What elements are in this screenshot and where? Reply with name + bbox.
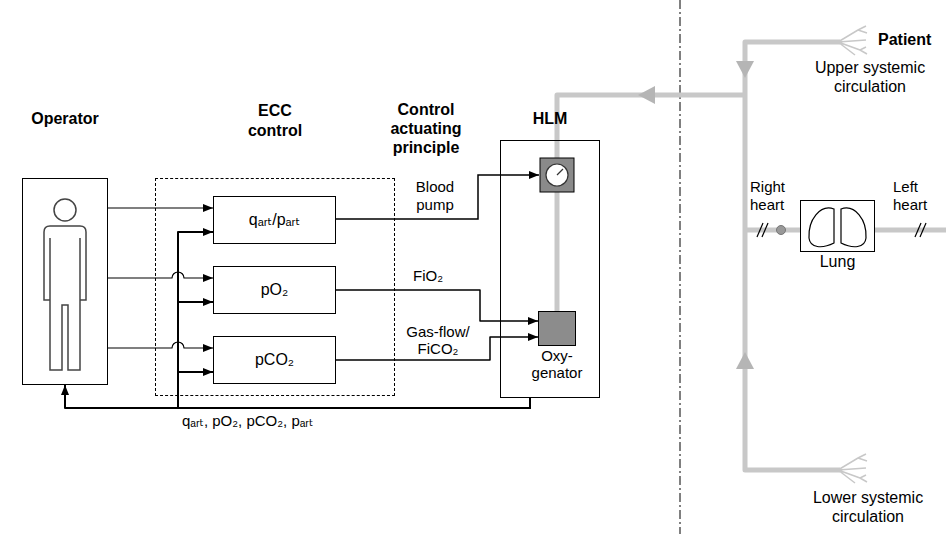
blood-line <box>875 228 946 233</box>
pump-dial <box>546 164 568 186</box>
person-body <box>44 226 86 370</box>
actuator-label: FiO₂ <box>398 266 458 285</box>
column-heading: ECC control <box>240 101 310 141</box>
signal-label: qₐᵣₜ, pO₂, pCO₂, pₐᵣₜ <box>182 412 442 430</box>
blood-line <box>745 228 800 233</box>
anatomy-label: Right heart <box>750 178 796 214</box>
heart-valve <box>777 226 786 235</box>
anatomy-label: Upper systemic circulation <box>800 58 940 96</box>
break-mark <box>920 223 926 237</box>
blood-circuit <box>557 42 946 470</box>
controller-box: qₐᵣₜ/pₐᵣₜ <box>213 196 336 244</box>
break-mark <box>915 223 921 237</box>
divider-line <box>680 0 681 534</box>
heart-lung-machine: HLMOxy- genator <box>500 140 600 398</box>
signal-connector <box>178 302 530 408</box>
flow-arrow <box>638 86 655 104</box>
lung-lobe <box>841 208 866 247</box>
column-heading: Operator <box>5 109 125 129</box>
person-head <box>54 199 76 221</box>
blood-line <box>555 192 560 311</box>
pump-hand <box>557 169 563 175</box>
signal-connector <box>108 207 213 208</box>
flow-arrows <box>638 61 754 369</box>
anatomy-label: Left heart <box>893 178 941 214</box>
lung-lobes <box>809 208 866 247</box>
break-mark <box>762 223 768 237</box>
lung-box: Lung <box>800 200 875 252</box>
break-mark <box>757 223 763 237</box>
signal-connector <box>178 232 530 408</box>
shape-label: Oxy- genator <box>525 347 589 381</box>
operator-box: Operator <box>22 178 108 385</box>
controller-box: pO₂ <box>213 266 336 314</box>
person-figure <box>44 199 86 370</box>
box-label: pO₂ <box>214 280 335 300</box>
ecc-control-region: ECC controlqₐᵣₜ/pₐᵣₜpO₂pCO₂ <box>155 178 395 396</box>
column-heading: HLM <box>510 109 590 129</box>
box-label: qₐᵣₜ/pₐᵣₜ <box>214 210 335 230</box>
section-heading: Patient <box>878 30 942 49</box>
shape-label: Lung <box>803 253 873 270</box>
blood-line <box>557 95 745 158</box>
box-label: pCO₂ <box>214 350 335 370</box>
capillaries <box>838 26 867 55</box>
actuator-label: Blood pump <box>405 178 465 214</box>
controller-box: pCO₂ <box>213 336 336 384</box>
signal-connector <box>336 290 538 321</box>
blood-pump-symbol <box>540 158 574 192</box>
oxygenator: Oxy- genator <box>538 311 576 346</box>
column-heading: Control actuating principle <box>378 100 474 157</box>
actuator-label: Gas-flow/ FiCO₂ <box>400 323 476 357</box>
capillaries <box>838 454 867 483</box>
lung-lobe <box>809 208 834 247</box>
flow-arrow <box>736 352 754 369</box>
signal-connector <box>65 385 530 408</box>
signal-connector <box>108 342 213 348</box>
pump-control-line <box>336 175 539 219</box>
signal-connector <box>108 272 213 278</box>
flow-arrow <box>736 61 754 78</box>
anatomy-label: Lower systemic circulation <box>798 488 938 526</box>
